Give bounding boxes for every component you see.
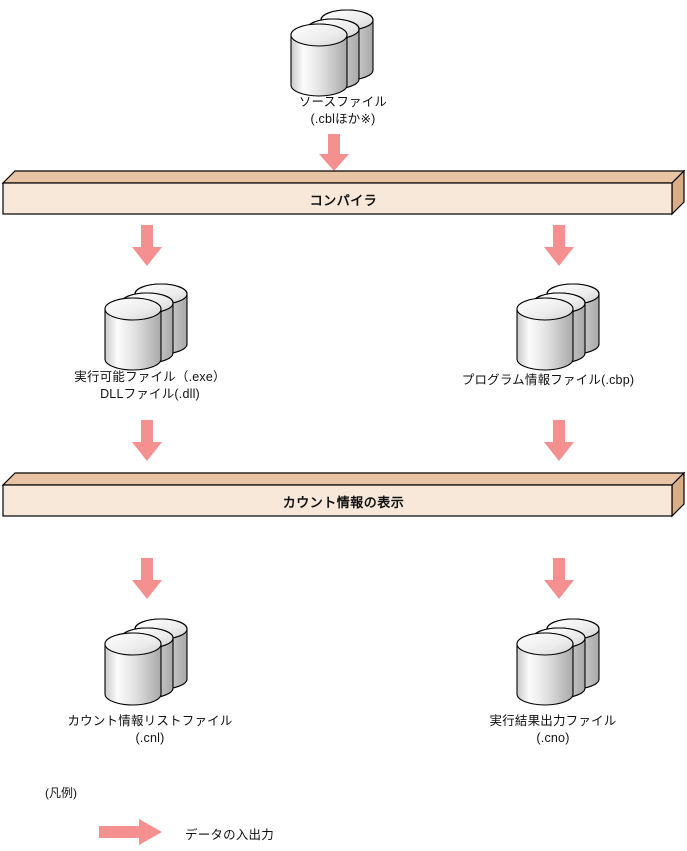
source-file-cylinder-stack xyxy=(279,4,389,97)
arrow-compiler-to-program-info xyxy=(543,225,575,267)
exec-result-file-cylinder-stack xyxy=(505,613,615,706)
executable-file-label-line1: 実行可能ファイル（.exe） xyxy=(74,370,226,384)
count-list-file-label-line2: (.cnl) xyxy=(135,731,165,745)
legend-title: (凡例) xyxy=(45,786,77,800)
executable-file-caption: 実行可能ファイル（.exe） DLLファイル(.dll) xyxy=(35,369,265,403)
legend-item-label: データの入出力 xyxy=(185,828,274,842)
exec-result-file-caption: 実行結果出力ファイル (.cno) xyxy=(443,713,663,747)
count-display-label: カウント情報の表示 xyxy=(282,495,405,510)
arrow-program-info-to-count-display xyxy=(543,420,575,462)
source-file-caption: ソースファイル (.cblほか※) xyxy=(233,94,453,128)
arrow-source-to-compiler xyxy=(318,134,350,172)
count-display-process-slab: カウント情報の表示 xyxy=(1,471,686,518)
source-file-label-line1: ソースファイル xyxy=(298,95,388,109)
program-info-file-cylinder-stack xyxy=(505,278,615,371)
legend-right-arrow-icon xyxy=(99,819,163,845)
arrow-count-display-to-count-list xyxy=(131,558,163,600)
compiler-label: コンパイラ xyxy=(309,193,378,208)
source-file-label-line2: (.cblほか※) xyxy=(310,112,376,126)
exec-result-file-label-line2: (.cno) xyxy=(536,731,570,745)
arrow-executable-to-count-display xyxy=(131,420,163,462)
executable-file-label-line2: DLLファイル(.dll) xyxy=(100,387,200,401)
arrow-count-display-to-exec-result xyxy=(543,558,575,600)
program-info-file-caption: プログラム情報ファイル(.cbp) xyxy=(433,372,663,389)
arrow-compiler-to-executable xyxy=(131,225,163,267)
count-list-file-caption: カウント情報リストファイル (.cnl) xyxy=(30,713,270,747)
count-list-file-label-line1: カウント情報リストファイル xyxy=(67,714,233,728)
exec-result-file-label-line1: 実行結果出力ファイル xyxy=(489,714,617,728)
executable-file-cylinder-stack xyxy=(93,278,203,371)
program-info-file-label-line1: プログラム情報ファイル(.cbp) xyxy=(461,373,635,387)
count-list-file-cylinder-stack xyxy=(93,613,203,706)
compiler-process-slab: コンパイラ xyxy=(1,169,686,216)
